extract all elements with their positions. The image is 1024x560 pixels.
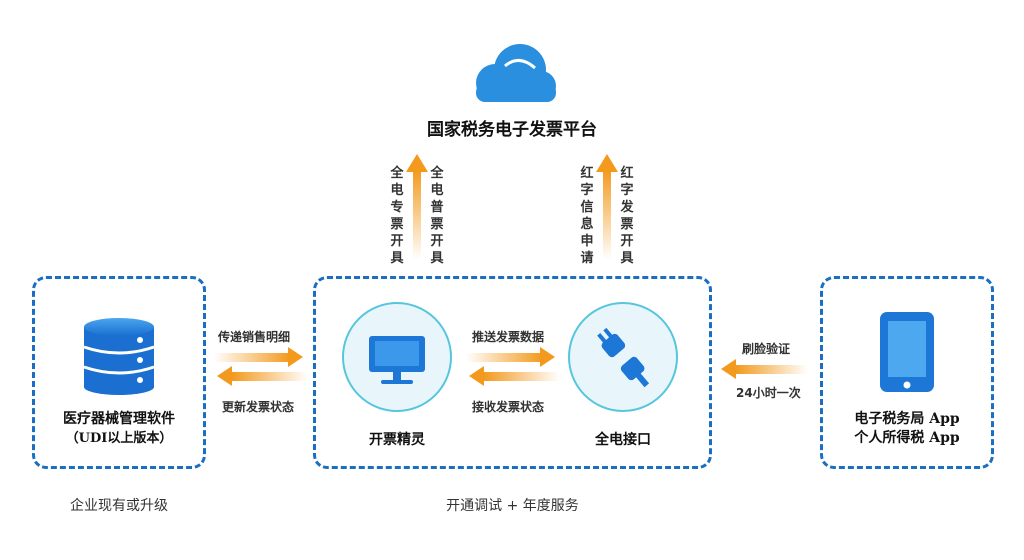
phone-icon	[880, 312, 934, 392]
monitor-icon	[369, 336, 425, 384]
iit-app-label: 个人所得税 App	[854, 430, 960, 446]
platform-title: 国家税务电子发票平台	[427, 120, 597, 140]
arrow-face-verify	[721, 359, 808, 379]
service-box	[313, 276, 712, 469]
up-arrow-left	[406, 154, 428, 260]
arrow-receive-status	[469, 366, 560, 386]
invoice-genie-label: 开票精灵	[369, 432, 425, 448]
software-title: 医疗器械管理软件	[63, 411, 175, 427]
tax-app-box	[820, 276, 994, 469]
label-receive-invoice-status: 接收发票状态	[472, 400, 545, 414]
service-footer: 开通调试 + 年度服务	[446, 498, 579, 514]
legacy-software-box	[32, 276, 206, 469]
software-subtitle: （UDI以上版本）	[65, 431, 173, 446]
database-icon	[83, 318, 155, 395]
label-face-verify: 刷脸验证	[742, 342, 791, 356]
up-arrow-right	[596, 154, 618, 260]
label-general-invoice: 全电普票开具	[430, 166, 444, 266]
api-label: 全电接口	[595, 432, 651, 448]
label-update-invoice-status: 更新发票状态	[222, 400, 295, 414]
label-special-invoice: 全电专票开具	[390, 166, 404, 266]
label-red-info-request: 红字信息申请	[580, 166, 594, 266]
label-red-invoice-issue: 红字发票开具	[620, 166, 634, 266]
plug-icon	[597, 327, 650, 388]
arrow-push-data	[466, 347, 555, 367]
label-send-sales-detail: 传递销售明细	[218, 330, 291, 344]
legacy-footer: 企业现有或升级	[70, 498, 168, 514]
cloud-icon	[476, 44, 556, 102]
arrow-to-center	[214, 347, 303, 367]
label-push-invoice-data: 推送发票数据	[472, 330, 545, 344]
label-every-24h: 24小时一次	[736, 386, 801, 400]
etax-app-label: 电子税务局 App	[854, 411, 960, 427]
arrow-to-left	[217, 366, 308, 386]
